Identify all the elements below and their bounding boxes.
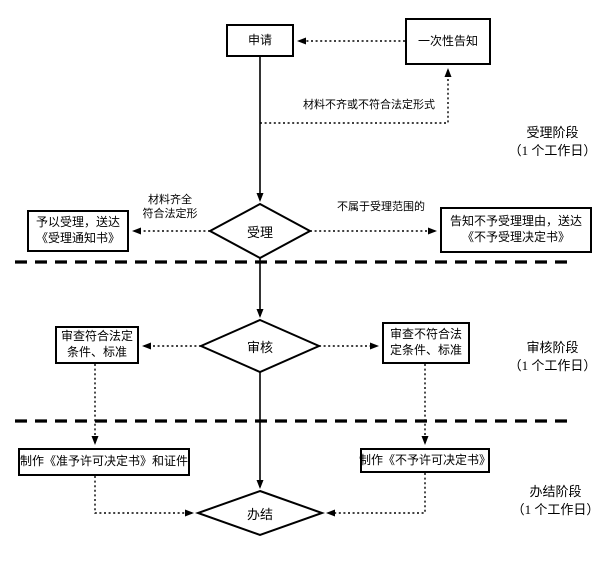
- node-make-denial-doc: 制作《不予许可决定书》: [359, 448, 491, 473]
- node-make-permit-doc: 制作《准予许可决定书》和证件: [18, 448, 190, 476]
- node-grant-acceptance: 予以受理，送达《受理通知书》: [27, 210, 129, 252]
- diamond-accept: [207, 202, 313, 260]
- diamond-review: [198, 318, 322, 374]
- node-review-fail: 审查不符合法定条件、标准: [382, 322, 470, 364]
- stage-duration: （1 个工作日）: [508, 358, 597, 374]
- node-review-pass: 审查符合法定条件、标准: [55, 326, 139, 364]
- stage-name: 审核阶段: [526, 340, 579, 355]
- stage-label-acceptance: 受理阶段 （1 个工作日）: [500, 124, 605, 160]
- diamond-finish: [195, 489, 325, 537]
- stage-name: 受理阶段: [526, 125, 579, 140]
- stage-name: 办结阶段: [529, 484, 582, 499]
- edge-label-materials-incomplete: 材料不齐或不符合法定形式: [303, 99, 435, 111]
- stage-duration: （1 个工作日）: [508, 143, 597, 159]
- node-apply: 申请: [226, 24, 294, 57]
- edge-make-denial-to-finish: [326, 473, 426, 517]
- node-reject-acceptance: 告知不予受理理由，送达《不予受理决定书》: [440, 207, 592, 253]
- stage-label-review: 审核阶段 （1 个工作日）: [500, 339, 605, 375]
- edge-incomplete-to-notice: [260, 68, 452, 124]
- edge-label-materials-complete: 材料齐全 符合法定形: [142, 194, 198, 220]
- node-one-time-notice: 一次性告知: [405, 18, 491, 65]
- stage-duration: （1 个工作日）: [511, 502, 600, 518]
- stage-label-completion: 办结阶段 （1 个工作日）: [503, 483, 605, 519]
- edge-label-out-of-scope: 不属于受理范围的: [337, 201, 425, 213]
- edge-make-permit-to-finish: [94, 476, 194, 517]
